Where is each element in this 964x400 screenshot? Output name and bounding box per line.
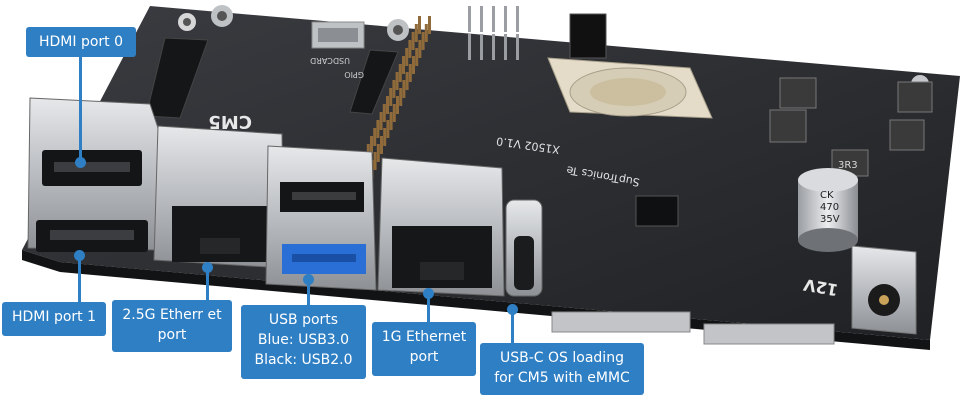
sdcard-silkscreen: USDCARD: [310, 56, 350, 65]
callout-usb-c: USB-C OS loading for CM5 with eMMC: [480, 343, 644, 395]
gpio-pin: [428, 16, 431, 34]
gpio-pin: [414, 24, 418, 42]
callout-usb-ports-line-3: Black: USB2.0: [254, 352, 353, 368]
gpio-pin: [395, 72, 399, 90]
callout-25g-ethernet-line-1: 2.5G Etherr et: [122, 307, 222, 323]
header-pin: [504, 6, 507, 32]
dc-power-jack: [851, 245, 917, 335]
ethernet-1g-jack: [377, 157, 505, 297]
gpio-pin: [389, 88, 393, 106]
gpio-pin: [380, 136, 383, 154]
leader-dot-usb-ports: [303, 274, 314, 285]
inductor-marking: 3R3: [838, 160, 858, 171]
callout-1g-ethernet-line-1: 1G Ethernet: [381, 329, 467, 345]
header-pin: [492, 6, 495, 32]
callout-hdmi-port-0-label: HDMI port 0: [38, 34, 124, 50]
header-pin: [516, 6, 519, 32]
gpio-pin: [405, 48, 409, 66]
leader-dot-hdmi-port-1: [74, 250, 85, 261]
usb-c-port: [505, 199, 543, 297]
header-pin: [480, 34, 483, 60]
leader-dot-25g-ethernet: [202, 262, 213, 273]
header-pin: [492, 34, 495, 60]
battery-holder: [547, 57, 713, 119]
pin-header-small: [468, 6, 519, 60]
header-pin: [504, 34, 507, 60]
leader-hdmi-port-0: [79, 57, 82, 162]
gpio-pin: [418, 40, 422, 58]
gpio-pin: [408, 64, 412, 82]
callout-1g-ethernet-line-2: port: [409, 349, 439, 365]
gpio-pin: [386, 96, 389, 114]
gpio-pin: [418, 16, 421, 34]
gpio-pin: [389, 112, 393, 130]
gpio-pin: [373, 128, 377, 146]
leader-dot-hdmi-port-0: [75, 157, 86, 168]
leader-dot-1g-ethernet: [423, 288, 434, 299]
gpio-pin: [399, 88, 403, 106]
callout-usb-ports-line-1: USB ports: [268, 312, 339, 328]
controller-chip: [635, 195, 679, 227]
gpio-pin: [408, 40, 412, 58]
gpio-pin: [402, 56, 405, 74]
sdcard-slot: [311, 21, 365, 49]
cm5-silkscreen: CM5: [208, 111, 252, 132]
leader-usb-ports: [307, 280, 310, 305]
callout-1g-ethernet: 1G Ethernet port: [372, 322, 476, 376]
gpio-pin: [383, 128, 387, 146]
callout-25g-ethernet: 2.5G Etherr et port: [112, 300, 232, 352]
gpio-pin: [405, 72, 409, 90]
header-pin: [480, 6, 483, 32]
gpio-silkscreen: GPIO: [344, 70, 364, 79]
gpio-pin: [411, 32, 415, 50]
capacitor-marking-2: 470: [820, 202, 839, 213]
gpio-pin: [386, 120, 390, 138]
gpio-pin: [376, 120, 380, 138]
gpio-pin: [396, 96, 399, 114]
callout-usb-c-line-1: USB-C OS loading: [500, 350, 624, 366]
gpio-pin: [421, 32, 425, 50]
fan-connector: [569, 13, 607, 59]
bottom-edge-connectors: [551, 311, 835, 345]
gpio-pin: [415, 48, 419, 66]
header-pin: [468, 34, 471, 60]
gpio-pin: [370, 136, 373, 154]
callout-hdmi-port-1-label: HDMI port 1: [11, 309, 97, 325]
gpio-pin: [424, 24, 428, 42]
leader-25g-ethernet: [206, 268, 209, 300]
header-pin: [468, 6, 471, 32]
ethernet-25g-jack: [153, 125, 285, 269]
usb-port-stack: [265, 145, 377, 291]
leader-1g-ethernet: [427, 294, 430, 322]
gpio-pin: [392, 80, 396, 98]
hdmi-ports: [27, 97, 163, 252]
capacitor-marking-1: CK: [820, 190, 834, 201]
inductors: [769, 77, 933, 177]
leader-usb-c: [511, 310, 514, 343]
callout-usb-ports-line-2: Blue: USB3.0: [257, 332, 350, 348]
gpio-pin: [376, 144, 380, 162]
callout-usb-c-line-2: for CM5 with eMMC: [494, 370, 630, 386]
capacitor-marking-3: 35V: [820, 214, 840, 225]
cm5-connectors: [145, 37, 399, 119]
capacitor: [798, 168, 858, 252]
gpio-pin: [373, 152, 377, 170]
gpio-pin: [392, 104, 396, 122]
leader-hdmi-port-1: [78, 256, 81, 302]
header-pin: [516, 34, 519, 60]
leader-dot-usb-c: [507, 304, 518, 315]
gpio-pin: [402, 80, 406, 98]
gpio-pin: [382, 104, 386, 122]
gpio-pin: [379, 112, 383, 130]
gpio-pin: [412, 56, 415, 74]
callout-hdmi-port-0: HDMI port 0: [26, 27, 136, 57]
callout-usb-ports: USB ports Blue: USB3.0 Black: USB2.0: [241, 305, 366, 379]
gpio-pin: [398, 64, 402, 82]
callout-hdmi-port-1: HDMI port 1: [2, 302, 106, 336]
callout-25g-ethernet-line-2: port: [157, 327, 187, 343]
